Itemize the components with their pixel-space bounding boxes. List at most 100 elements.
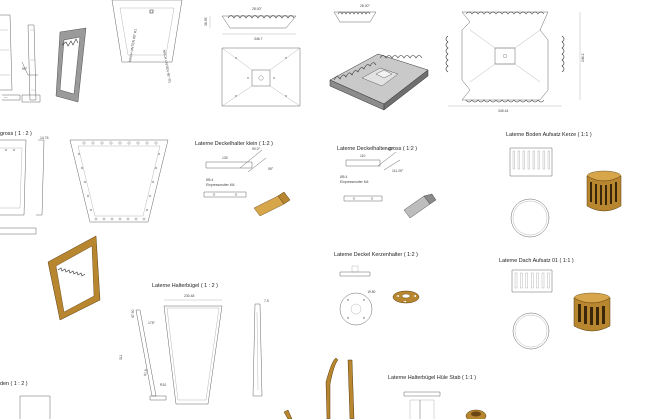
dim-buegel-height: 311 — [119, 354, 123, 360]
label-halterbuegel: Laterne Halterbügel ( 1 : 2 ) — [152, 283, 218, 289]
dim-klein-angle2: 95° — [268, 167, 274, 171]
dim-klein-width: 130 — [222, 156, 228, 160]
mount-hole — [91, 141, 95, 145]
view-deckelhalter-klein: 130 90.0° 95° Ø5.4 Einpressmutter M4 — [203, 147, 291, 217]
slot — [531, 272, 534, 289]
view-boden-aufsatz-kerze — [509, 147, 622, 238]
view-bottom-left — [19, 395, 51, 419]
dim-top-angle-1: 28.00° — [252, 7, 262, 11]
label-deckel-kerzenhalter: Laterne Deckel Kerzenhalter ( 1:2 ) — [334, 252, 418, 258]
dim-topleft: — — [4, 95, 8, 99]
view-mid-left-cut: 14.76 — [0, 136, 49, 235]
view-rods-3d — [283, 357, 355, 419]
mount-hole — [154, 166, 158, 170]
mount-hole — [157, 152, 161, 156]
slot — [512, 150, 515, 170]
mount-hole — [86, 194, 90, 198]
dim-right-height: 246.2 — [581, 53, 585, 62]
slot — [547, 150, 550, 170]
slot — [547, 272, 550, 289]
label-dach-aufsatz: Laterne Dach Aufsatz 01 ( 1:1 ) — [499, 258, 574, 264]
mount-hole — [77, 152, 81, 156]
cylinder-kerze-3d — [586, 170, 622, 212]
dim-left-small-angle: 90° — [22, 67, 28, 71]
mount-hole — [127, 141, 131, 145]
view-deckel-kerzenhalter: Ø 80 — [339, 265, 420, 326]
dim-klein-d: Ø5.4 — [206, 178, 213, 182]
dim-klein-note: Einpressmutter M4 — [206, 183, 235, 187]
cylinder-dach-3d — [573, 292, 611, 332]
dim-gross-angle2: 111.25° — [392, 169, 404, 173]
view-stab-side: 7.5 — [252, 299, 269, 397]
view-3d-frame-brown — [47, 235, 101, 321]
slot — [532, 150, 535, 170]
text-bend-right: NACH UNTEN 90° R1 — [162, 49, 172, 83]
slot — [527, 150, 530, 170]
view-halterbuegel: 230.48 47.90 311 175° 91.8 R10 — [119, 294, 223, 405]
mount-hole — [109, 141, 113, 145]
mount-hole — [100, 141, 104, 145]
mount-hole — [136, 141, 140, 145]
dim-buegel-inner: 91.8 — [143, 369, 148, 376]
dim-top-left-height: 38.95 — [204, 17, 208, 26]
view-bent-frame-small: 90° — [21, 24, 41, 103]
view-halterbuegel-stab — [403, 391, 487, 419]
slot — [522, 150, 525, 170]
mount-hole — [110, 217, 114, 221]
dim-buegel-left: 47.90 — [131, 309, 135, 318]
dim-stab: 7.5 — [264, 299, 269, 303]
slot — [514, 272, 518, 289]
label-halterbuegel-stab: Laterne Halterbügel Hüle Stab ( 1:1 ) — [388, 375, 477, 381]
dim-gross: 14.76 — [40, 136, 49, 140]
mount-hole — [118, 217, 122, 221]
view-top-plate — [221, 47, 301, 107]
text-bend-left: NACH UNTEN 90° R1 — [128, 28, 138, 62]
view-top-elevation-2: 28.00° — [333, 4, 377, 23]
view-top-trapezoid: NACH UNTEN 90° R1 NACH UNTEN 90° R1 — [111, 0, 183, 83]
mount-hole — [145, 141, 149, 145]
view-topleft-cut: — — [0, 14, 21, 101]
slot — [517, 150, 520, 170]
mount-hole — [82, 141, 86, 145]
mount-hole — [102, 217, 106, 221]
mount-hole — [80, 166, 84, 170]
mount-hole — [151, 180, 155, 184]
dim-buegel-r: R10 — [160, 383, 166, 387]
view-3d-frame-gray — [55, 27, 87, 103]
dim-top-width: 346.7 — [254, 37, 263, 41]
mount-hole — [142, 217, 146, 221]
view-mid-trapezoid — [69, 139, 169, 223]
slot — [537, 150, 540, 170]
view-flat-pattern-large: 246.2 345.44 — [445, 11, 585, 113]
dim-top-angle-2: 28.00° — [360, 4, 370, 8]
dim-buegel-angle: 175° — [148, 321, 156, 325]
dim-gross-width: 110 — [360, 154, 366, 158]
mount-hole — [83, 180, 87, 184]
label-bottom-left: den ( 1 : 2 ) — [0, 381, 28, 387]
mount-hole — [148, 194, 152, 198]
label-boden-aufsatz-kerze: Laterne Boden Aufsatz Kerze ( 1:1 ) — [506, 132, 592, 138]
dim-gross-d: Ø5.4 — [340, 175, 347, 179]
mount-hole — [89, 208, 93, 212]
mount-hole — [94, 217, 98, 221]
dim-buegel-width: 230.48 — [184, 294, 194, 298]
slot — [525, 272, 528, 289]
mount-hole — [126, 217, 130, 221]
mount-hole — [154, 141, 158, 145]
view-top-elevation: 28.00° 38.95 346.7 — [204, 7, 297, 41]
label-gross: gross ( 1 : 2 ) — [0, 131, 32, 137]
dim-gross-angle: 98.0° — [386, 147, 395, 151]
dim-right-width: 345.44 — [498, 109, 508, 113]
label-deckelhalter-klein: Laterne Deckelhalter klein ( 1:2 ) — [195, 141, 273, 147]
dim-gross-note: Einpressmutter M4 — [340, 180, 369, 184]
slot — [542, 150, 545, 170]
label-deckelhalter-gross: Laterne Deckelhalter gross ( 1:2 ) — [337, 146, 417, 152]
mount-hole — [134, 217, 138, 221]
dim-kerzen-d: Ø 80 — [368, 290, 375, 294]
slot — [541, 272, 545, 289]
view-3d-tray — [329, 53, 429, 111]
dim-klein-angle: 90.0° — [252, 147, 261, 151]
view-dach-aufsatz — [511, 269, 611, 350]
